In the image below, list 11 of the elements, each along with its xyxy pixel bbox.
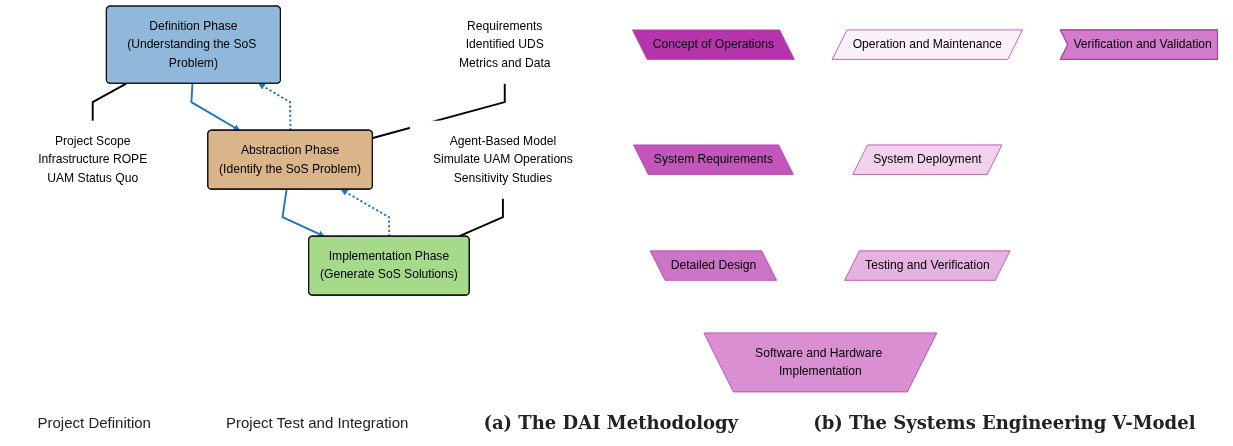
node-text: Requirements Identified UDS Metrics and Data [458, 19, 551, 69]
arrow [258, 83, 292, 132]
arrow [340, 189, 391, 238]
arrow [281, 188, 325, 237]
phase-direction-label: Project Test and Integration [226, 413, 409, 431]
phase-direction-label: Project Definition [37, 413, 151, 431]
figure-caption: (b) The Systems Engineering V-Model [813, 411, 1196, 433]
node-text: Project Scope Infrastructure ROPE UAM Status Quo [38, 134, 148, 184]
arrow [190, 82, 241, 131]
figure-caption: (a) The DAI Methodology [483, 411, 739, 433]
connector [91, 82, 128, 122]
